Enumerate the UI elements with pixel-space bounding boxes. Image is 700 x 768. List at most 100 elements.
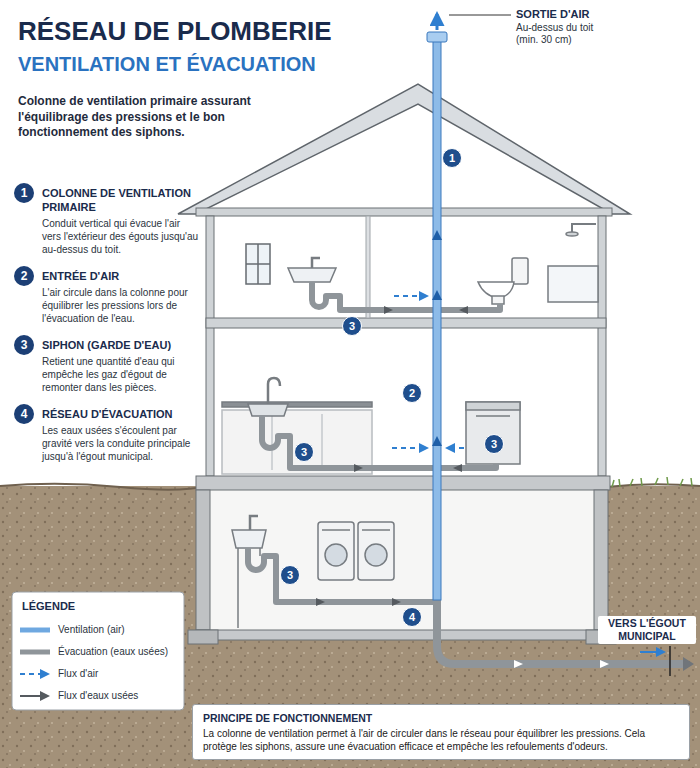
house-structure [188, 630, 218, 644]
water-flow-arrows [384, 306, 393, 314]
bathroom-fixtures [312, 258, 320, 268]
house-structure [178, 84, 630, 644]
grass [612, 477, 692, 487]
drain-pipes [312, 282, 433, 310]
house-structure [196, 476, 610, 490]
item-description: Retient une quantité d'eau qui empêche l… [42, 355, 200, 394]
callout-number: 4 [14, 404, 34, 424]
water-flow-arrows [316, 306, 609, 668]
water-flow-arrows [600, 660, 609, 668]
vent-stack [427, 14, 511, 600]
kitchen-fixtures [476, 415, 510, 417]
callout-number: 3 [484, 434, 504, 454]
kitchen-fixtures [248, 404, 288, 416]
laundry-fixtures [365, 544, 387, 566]
bathroom-fixtures [572, 224, 596, 232]
house-structure [366, 216, 370, 318]
soil [0, 486, 700, 768]
drain-pipes [441, 304, 500, 310]
legend-box [20, 628, 50, 633]
legend-text: Ventilation (air) [58, 623, 125, 637]
legend-heading: LÉGENDE [22, 600, 75, 613]
kitchen-fixtures [466, 402, 520, 410]
drain-pipes [262, 416, 433, 468]
air-flow-arrows [392, 296, 464, 448]
rooms [214, 216, 598, 318]
grass [655, 478, 658, 485]
grass [667, 477, 668, 485]
legend-box [12, 592, 184, 710]
box-heading: PRINCIPE DE FONCTIONNEMENT [203, 711, 679, 725]
air-flow-arrows [394, 295, 427, 297]
item-heading: COLONNE DE VENTILATION PRIMAIRE [42, 186, 202, 214]
water-flow-arrows [453, 464, 462, 472]
bathroom-fixtures [288, 268, 336, 282]
callout-number: 3 [14, 335, 34, 355]
bathroom-fixtures [548, 266, 598, 302]
air-flow-arrows [447, 447, 464, 449]
grass [630, 479, 633, 486]
house-structure [206, 216, 214, 476]
subtitle: VENTILATION ET ÉVACUATION [18, 52, 316, 76]
sewer-outlet-arrow [640, 646, 694, 676]
rooms [196, 104, 612, 214]
laundry-fixtures [237, 548, 239, 628]
destination-label: VERS L'ÉGOUT MUNICIPAL [598, 616, 696, 644]
rooms [210, 490, 594, 630]
outlet-label: SORTIE D'AIR [516, 8, 590, 21]
laundry-fixtures [358, 522, 394, 580]
kitchen-fixtures [466, 402, 520, 464]
vent-stack [432, 290, 442, 300]
legend-text: Flux d'eaux usées [58, 689, 138, 703]
water-flow-arrows [316, 598, 325, 606]
rooms [214, 328, 598, 476]
vent-stack [436, 14, 439, 30]
legend-box [20, 673, 48, 675]
house-structure [196, 490, 210, 630]
vent-stack [449, 15, 511, 16]
soil [0, 484, 206, 490]
laundry-fixtures [325, 544, 347, 566]
kitchen-fixtures [222, 410, 372, 474]
laundry-fixtures [259, 548, 261, 556]
sewer-outlet-arrow [669, 646, 671, 676]
water-flow-arrows [514, 660, 523, 668]
grass [680, 479, 683, 486]
bathroom-fixtures [492, 296, 504, 304]
drain-pipes [248, 548, 433, 602]
legend-box [20, 650, 50, 655]
kitchen-fixtures [222, 402, 372, 407]
item-description: L'air circule dans la colonne pour équil… [42, 286, 200, 325]
sewer-outlet-arrow [640, 651, 664, 653]
info-box: PRINCIPE DE FONCTIONNEMENTLa colonne de … [192, 704, 690, 760]
window [246, 244, 270, 284]
kitchen-fixtures [268, 378, 280, 404]
house-structure [206, 318, 606, 328]
laundry-fixtures [318, 522, 354, 580]
water-flow-arrows [459, 306, 468, 314]
laundry-fixtures [322, 529, 350, 531]
vent-stack [433, 40, 441, 600]
title: RÉSEAU DE PLOMBERIE [18, 16, 332, 46]
legend-text: Flux d'air [58, 667, 98, 681]
kitchen-fixtures [222, 378, 520, 474]
intro-text: Colonne de ventilation primaire assurant… [18, 94, 268, 141]
grass [612, 480, 614, 487]
house-structure [594, 490, 608, 630]
water-flow-arrows [354, 464, 363, 472]
callout-number: 3 [280, 565, 300, 585]
callout-number: 2 [402, 383, 422, 403]
vent-stack [432, 230, 442, 240]
item-description: Conduit vertical qui évacue l'air vers l… [42, 217, 200, 256]
callout-number: 1 [14, 183, 34, 203]
outlet-note: Au-dessus du toit (min. 30 cm) [516, 22, 616, 46]
water-flow-arrows [392, 598, 401, 606]
grass [619, 479, 620, 487]
callout-number: 3 [294, 442, 314, 462]
house-structure [196, 208, 612, 216]
callout-number: 2 [14, 266, 34, 286]
callout-number: 4 [402, 607, 422, 627]
vent-stack [427, 32, 447, 42]
callout-number: 3 [342, 316, 362, 336]
